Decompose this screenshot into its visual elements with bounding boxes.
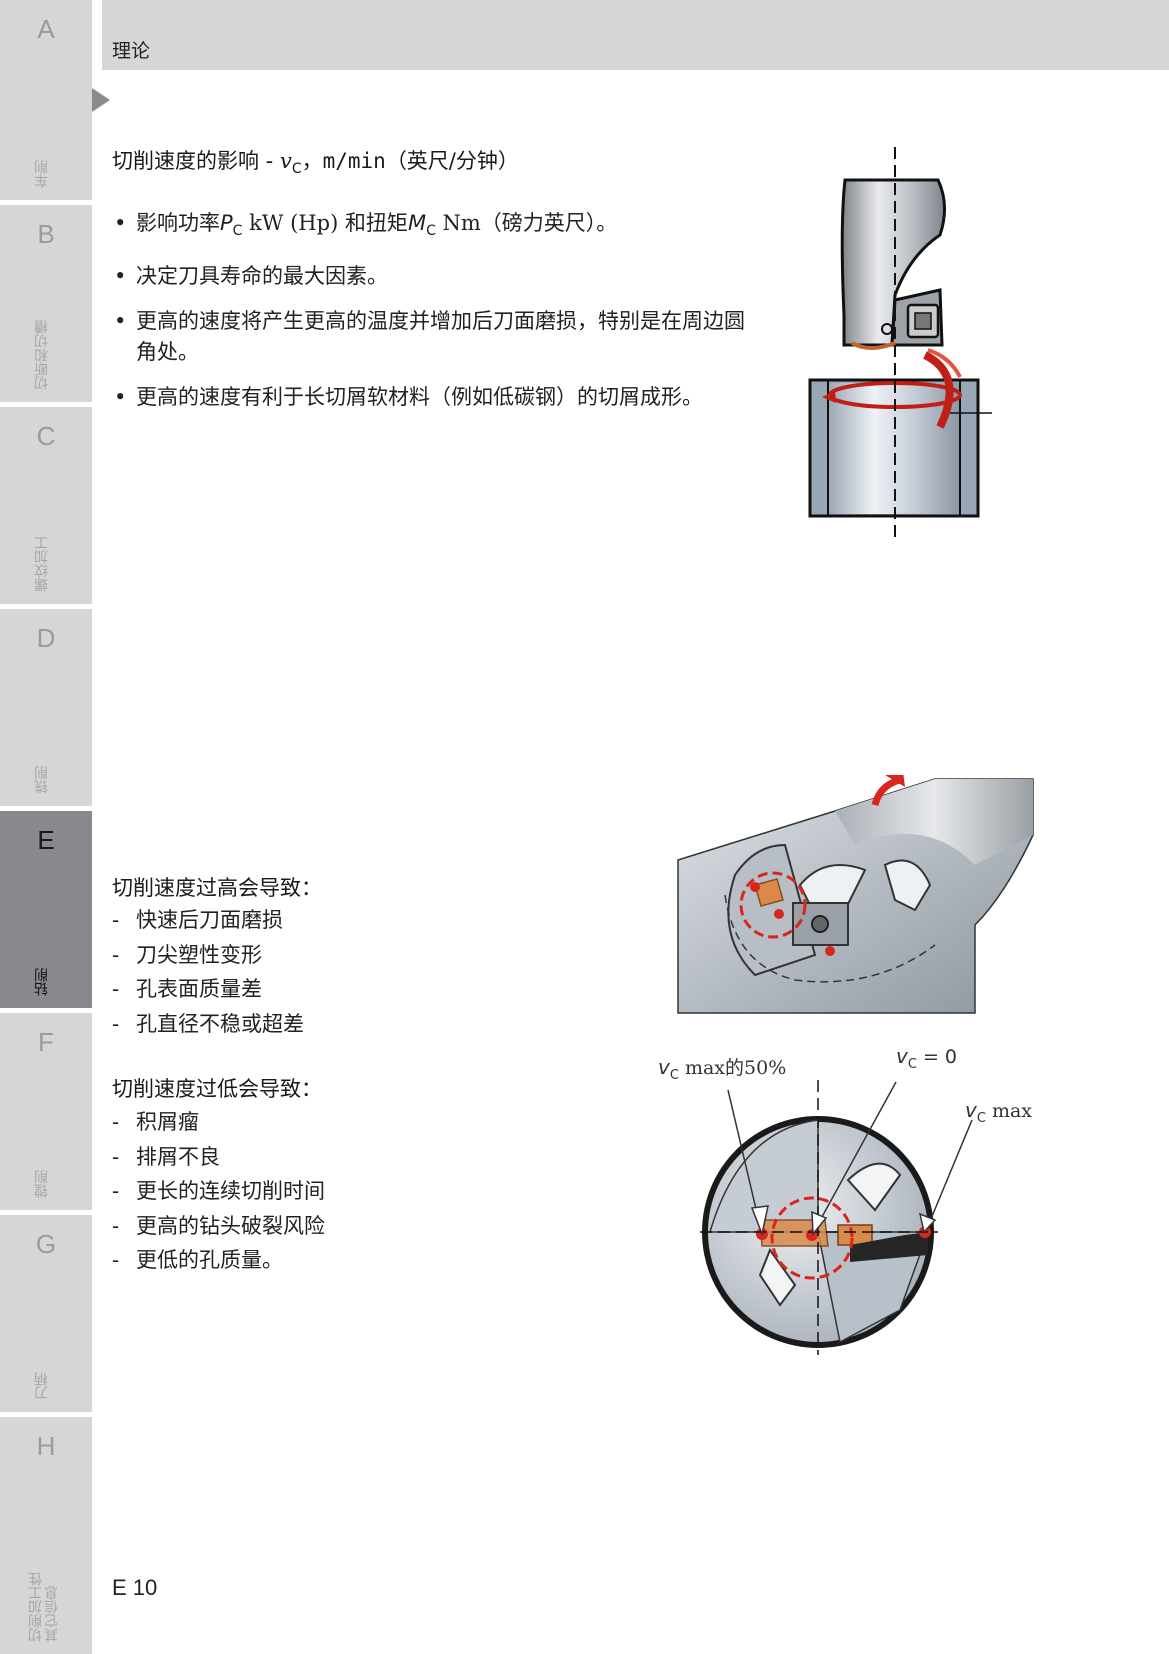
label-vc-half-max: vC max的50% [658, 1053, 786, 1083]
heading-units: ，m/min [301, 149, 386, 173]
tab-label: 切削加工性 其它信息 [28, 1572, 60, 1642]
sub: C [426, 223, 436, 240]
too-low-list: 积屑瘤 排屑不良 更长的连续切削时间 更高的钻头破裂风险 更低的孔质量。 [110, 1105, 325, 1278]
sub: C [669, 1067, 679, 1083]
bullet-temperature: 更高的速度将产生更高的温度并增加后刀面磨损，特别是在周边圆角处。 [112, 306, 752, 368]
tab-label: 镗削 [34, 1170, 50, 1198]
list-item: 更长的连续切削时间 [110, 1174, 325, 1209]
text: Nm（磅力英尺）。 [435, 211, 618, 235]
too-high-list: 快速后刀面磨损 刀尖塑性变形 孔表面质量差 孔直径不稳或超差 [110, 903, 304, 1041]
bullet-chip-forming: 更高的速度有利于长切屑软材料（例如低碳钢）的切屑成形。 [112, 382, 752, 413]
var: P [220, 211, 233, 235]
list-item: 刀尖塑性变形 [110, 938, 304, 973]
tab-letter: F [38, 1027, 54, 1057]
list-item: 孔表面质量差 [110, 972, 304, 1007]
tab-label: 车削 [34, 160, 50, 188]
intro-bullets: 影响功率PC kW (Hp) 和扭矩MC Nm（磅力英尺）。 决定刀具寿命的最大… [112, 208, 752, 427]
text: = 0 [916, 1046, 958, 1068]
var: v [965, 1098, 977, 1122]
text: kW (Hp) 和扭矩 [242, 211, 408, 235]
tab-c[interactable]: C 螺纹加工 [0, 407, 92, 604]
tab-h[interactable]: H 切削加工性 其它信息 [0, 1417, 92, 1654]
list-item: 排屑不良 [110, 1140, 325, 1175]
section-pointer-icon [92, 88, 110, 112]
list-item: 更低的孔质量。 [110, 1243, 325, 1278]
heading-var: v [279, 149, 292, 173]
label-vc-max: vC max [965, 1098, 1032, 1126]
sub: C [232, 223, 243, 240]
sub: C [907, 1056, 917, 1072]
page-header: 理论 [102, 0, 1169, 70]
heading-prefix: 切削速度的影响 - [112, 149, 280, 173]
heading-units-cn: （英尺/分钟） [385, 149, 519, 173]
heading-sub: C [291, 161, 302, 178]
tab-letter: C [36, 421, 56, 451]
drill-cross-section-figure [700, 1080, 973, 1355]
too-low-heading: 切削速度过低会导致： [112, 1077, 322, 1101]
intro-heading: 切削速度的影响 - vC，m/min（英尺/分钟） [112, 145, 519, 177]
text: max的50% [678, 1057, 787, 1079]
tab-d[interactable]: D 铣削 [0, 609, 92, 806]
tab-letter: E [37, 825, 55, 855]
list-item: 快速后刀面磨损 [110, 903, 304, 938]
tab-label: 铣削 [34, 766, 50, 794]
tab-f[interactable]: F 镗削 [0, 1013, 92, 1210]
bullet-power-torque: 影响功率PC kW (Hp) 和扭矩MC Nm（磅力英尺）。 [112, 208, 752, 247]
var: M [407, 211, 427, 235]
tab-a[interactable]: A 车削 [0, 0, 92, 200]
list-item: 积屑瘤 [110, 1105, 325, 1140]
tab-label: 螺纹加工 [34, 536, 50, 592]
sub: C [976, 1110, 986, 1126]
tab-b[interactable]: B 切断和切槽 [0, 205, 92, 402]
drill-tip-wear-figure [677, 775, 1034, 1014]
page-number: E 10 [112, 1575, 158, 1600]
list-item: 孔直径不稳或超差 [110, 1007, 304, 1042]
drill-rotation-figure [808, 147, 992, 543]
tab-letter: A [37, 14, 55, 44]
too-high-heading: 切削速度过高会导致： [112, 876, 322, 900]
tab-letter: G [35, 1229, 57, 1259]
var: v [896, 1044, 908, 1068]
tab-letter: H [36, 1431, 56, 1461]
label-vc-zero: vC = 0 [896, 1044, 957, 1072]
tab-letter: D [36, 623, 56, 653]
tab-label: 刀柄 [34, 1372, 50, 1400]
text: max [985, 1100, 1033, 1122]
tab-g[interactable]: G 刀柄 [0, 1215, 92, 1412]
tab-label: 钻削 [34, 968, 50, 996]
tab-label: 切断和切槽 [34, 320, 50, 390]
text: 影响功率 [136, 211, 220, 235]
list-item: 更高的钻头破裂风险 [110, 1209, 325, 1244]
tab-letter: B [37, 219, 55, 249]
page-title: 理论 [112, 40, 151, 62]
var: v [658, 1055, 670, 1079]
bullet-tool-life: 决定刀具寿命的最大因素。 [112, 261, 752, 292]
chapter-sidebar: A 车削 B 切断和切槽 C 螺纹加工 D 铣削 E 钻削 F 镗削 G 刀柄 … [0, 0, 92, 1654]
tab-e-active[interactable]: E 钻削 [0, 811, 92, 1008]
